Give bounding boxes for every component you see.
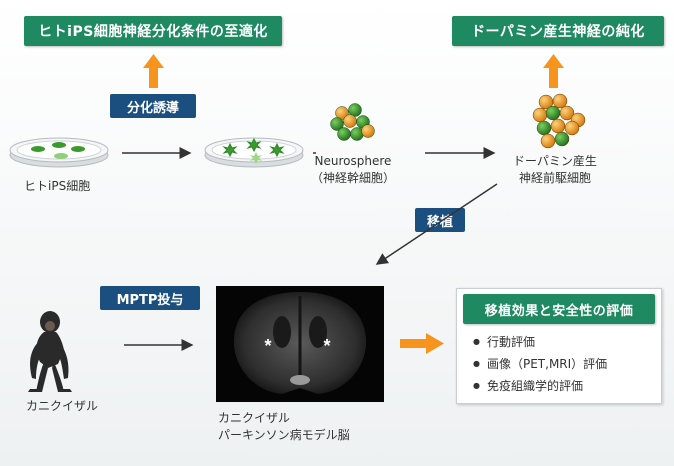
evaluation-item-immunohisto: 免疫組織学的評価	[473, 376, 661, 398]
tag-mptp: MPTP投与	[100, 286, 200, 310]
label-model-line1: カニクイザル	[218, 411, 291, 425]
banner-ips-optimization-text: ヒトiPS細胞神経分化条件の至適化	[38, 24, 268, 40]
label-neurosphere-line2: （神経幹細胞）	[310, 171, 395, 185]
label-ips-cell: ヒトiPS細胞	[24, 179, 91, 193]
label-neurosphere: Neurosphere （神経幹細胞）	[298, 153, 408, 187]
banner-ips-optimization: ヒトiPS細胞神経分化条件の至適化	[24, 16, 282, 46]
svg-text:*: *	[323, 336, 330, 356]
evaluation-list: 行動評価 画像（PET,MRI）評価 免疫組織学的評価	[473, 332, 661, 398]
tag-transplant-text: 移植	[426, 214, 453, 230]
tag-differentiation: 分化誘導	[110, 94, 196, 118]
label-model-line2: パーキンソン病モデル脳	[218, 428, 350, 442]
label-dopamine-line1: ドーパミン産生	[513, 154, 597, 168]
evaluation-title: 移植効果と安全性の評価	[463, 294, 655, 324]
label-parkinson-model: カニクイザル パーキンソン病モデル脳	[218, 410, 350, 444]
monkey-silhouette	[28, 311, 72, 392]
evaluation-title-text: 移植効果と安全性の評価	[484, 303, 634, 319]
up-arrow-left	[143, 54, 164, 88]
petri-dish-differentiated	[204, 137, 304, 168]
neurosphere-cluster	[330, 103, 375, 141]
label-dopamine-progenitor: ドーパミン産生 神経前駆細胞	[505, 153, 605, 187]
label-neurosphere-line1: Neurosphere	[314, 154, 392, 168]
tag-differentiation-text: 分化誘導	[126, 100, 179, 116]
petri-dish-ips	[9, 137, 109, 168]
up-arrow-right	[543, 54, 564, 88]
dopamine-progenitor-cluster	[532, 93, 586, 149]
svg-text:*: *	[264, 336, 271, 356]
evaluation-item-behavior: 行動評価	[473, 332, 661, 354]
tag-mptp-text: MPTP投与	[116, 292, 184, 308]
evaluation-item-imaging: 画像（PET,MRI）評価	[473, 354, 661, 376]
label-dopamine-line2: 神経前駆細胞	[518, 171, 591, 185]
evaluation-box: 移植効果と安全性の評価 行動評価 画像（PET,MRI）評価 免疫組織学的評価	[456, 288, 662, 404]
brain-mri-image: * *	[216, 286, 384, 402]
orange-right-arrow	[400, 333, 444, 354]
label-monkey: カニクイザル	[26, 399, 99, 413]
tag-transplant: 移植	[415, 208, 465, 232]
banner-dopamine-purification: ドーパミン産生神経の純化	[452, 16, 664, 46]
banner-dopamine-purification-text: ドーパミン産生神経の純化	[471, 24, 645, 40]
